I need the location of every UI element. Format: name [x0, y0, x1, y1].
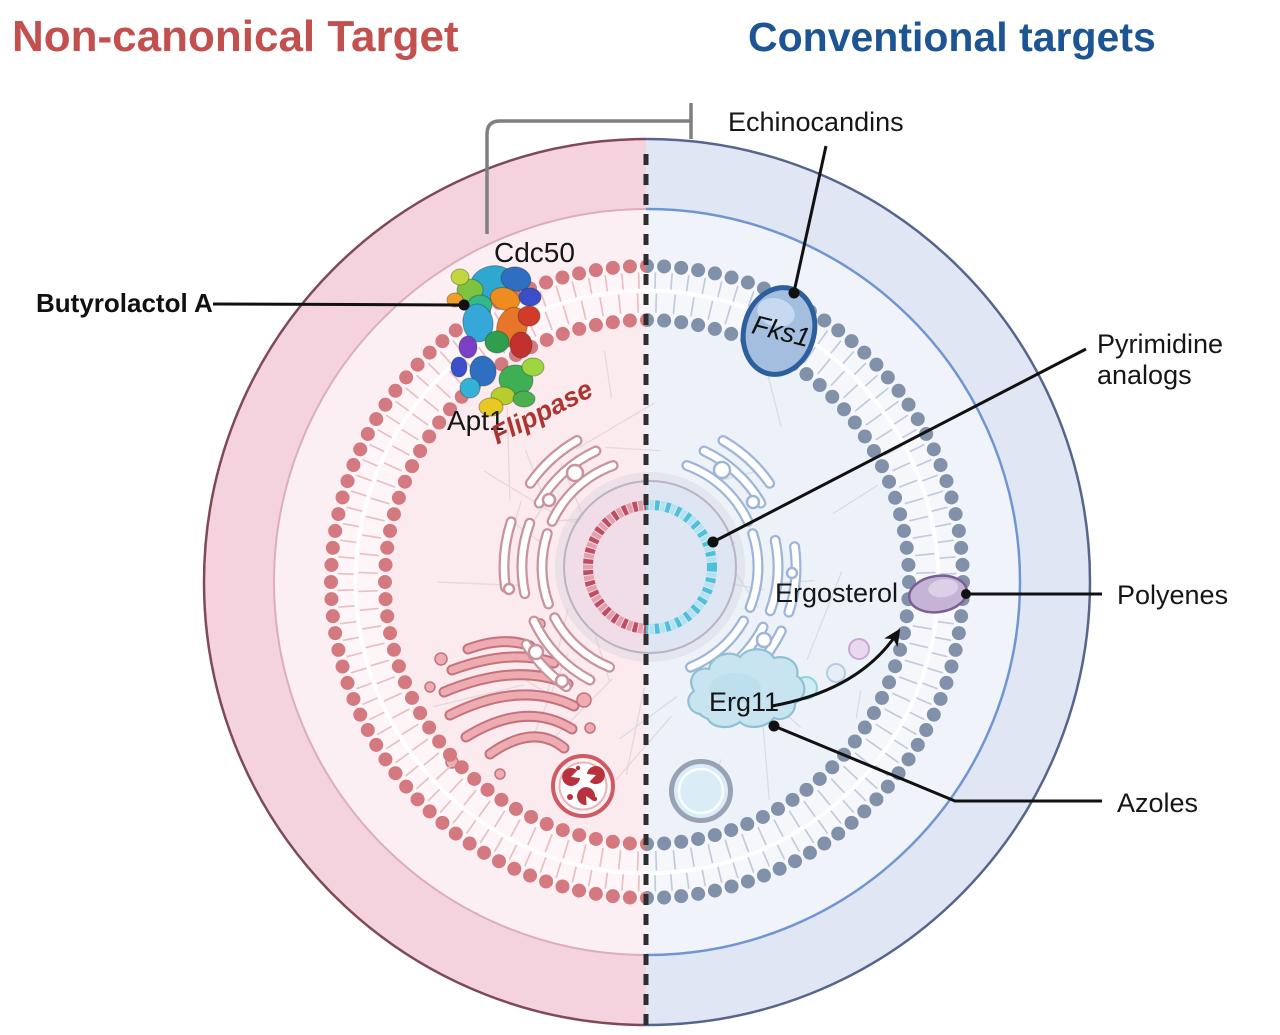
- echinocandins-label: Echinocandins: [728, 107, 904, 137]
- dna-ring-right: [646, 500, 717, 634]
- right-section-title: Conventional targets: [748, 14, 1156, 60]
- echinocandins-pointer-line: [792, 145, 828, 293]
- azoles-pointer-line: [773, 724, 1102, 803]
- butyrolactol-label: Butyrolactol A: [36, 288, 213, 318]
- endoplasmic-reticulum-left: [498, 435, 619, 693]
- ergosterol-label: Ergosterol: [775, 578, 898, 608]
- erg11-protein: Erg11: [687, 648, 806, 729]
- azoles-pointer-dot: [768, 720, 780, 732]
- fks1-protein: Fks1: [740, 285, 818, 377]
- dna-ring-left: [583, 500, 646, 634]
- cdc50-label: Cdc50: [494, 237, 575, 268]
- echinocandins-pointer-dot: [788, 287, 800, 299]
- azoles-label: Azoles: [1117, 788, 1198, 818]
- pyrimidine-pointer-dot: [707, 536, 719, 548]
- nucleus: [555, 472, 745, 662]
- left-section-title: Non-canonical Target: [12, 12, 459, 61]
- endoplasmic-reticulum-right: [681, 435, 802, 686]
- ergosterol-transport-arrow: [771, 628, 901, 708]
- inhibition-tbar-line: [485, 103, 693, 234]
- pyrimidine-label-line2: analogs: [1097, 360, 1192, 390]
- pyrimidine-pointer-line: [712, 347, 1087, 544]
- apt1-label: Apt1: [447, 405, 505, 436]
- erg11-label: Erg11: [709, 687, 779, 717]
- polyenes-label: Polyenes: [1117, 580, 1228, 610]
- butyrolactol-pointer-line: [212, 302, 461, 307]
- polyenes-pointer-dot: [961, 589, 971, 599]
- pyrimidine-label-line1: Pyrimidine: [1097, 329, 1223, 359]
- ergosterol-molecule: [907, 574, 969, 614]
- butyrolactol-pointer-dot: [458, 299, 470, 311]
- autophagosome: [551, 754, 615, 818]
- vacuole: [669, 759, 733, 823]
- golgi-apparatus: [424, 618, 596, 780]
- flippase-protein-complex: [446, 265, 545, 417]
